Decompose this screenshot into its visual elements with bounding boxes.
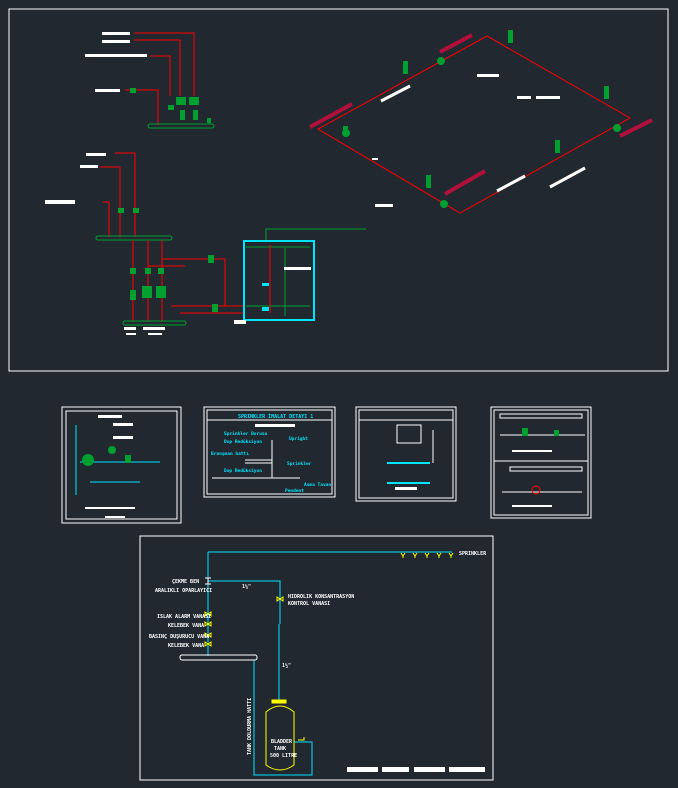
tank-label-3: 500 LITRE <box>270 753 297 759</box>
tank-label-1: BLADDER <box>271 739 293 745</box>
water-tank <box>234 228 366 324</box>
butterfly-valve-label-1: KELEBEK VANA <box>168 623 204 629</box>
detail-panel-3 <box>355 406 457 502</box>
cekme-label-2: ARALIKLI OPARLAYICI <box>155 588 212 594</box>
pressure-reducing-valve-label: BASINÇ DUŞURUCU VANA <box>149 634 209 640</box>
detail-panel-2: SPRINKLER İMALAT DETAYI 1 Sprinkler Boru… <box>203 406 336 498</box>
tank-label-2: TANK <box>274 746 286 752</box>
label-reducer-2: Dop Redüksiyon <box>224 468 262 474</box>
detail-panel-1 <box>61 406 182 524</box>
sprinkler-heads <box>400 552 454 558</box>
riser-diagram-lower <box>45 152 245 335</box>
isometric-sprinkler-plan <box>309 30 653 214</box>
pipe-size-2: 1½" <box>282 662 291 669</box>
label-pendent: Pendent <box>285 488 304 494</box>
detail-2-title: SPRINKLER İMALAT DETAYI 1 <box>238 413 313 420</box>
label-sprinkler-pipe: Sprinkler Borusu <box>224 431 268 437</box>
fill-line-label: TANK DOLDURMA HATTI <box>247 698 253 755</box>
bladder-tank-schematic: SPRINKLER ÇEKME BEN ARALIKLI OPARLAYICI … <box>139 535 494 781</box>
butterfly-valve-label-2: KELEBEK VANA <box>168 643 204 649</box>
detail-panel-4 <box>490 406 592 519</box>
main-sheet-frame <box>8 8 669 372</box>
pipe-size-1: 1¼" <box>242 584 251 590</box>
wet-alarm-valve-label: ISLAK ALARM VANASI <box>157 614 211 620</box>
cekme-label: ÇEKME BEN <box>172 579 199 585</box>
valve-symbols <box>204 596 305 771</box>
sprinkler-label: SPRINKLER <box>459 551 487 557</box>
label-ceiling: Asma Tavan <box>304 482 331 488</box>
label-branch-line: Branşman hattı <box>211 451 249 457</box>
label-reducer-1: Dop Redüksiyon <box>224 439 262 445</box>
title-block-bars <box>347 767 485 772</box>
hydraulic-valve-label-2: KONTROL VANASI <box>288 601 330 607</box>
hydraulic-valve-label: HIDROLIK KONSANTRASYON <box>288 594 354 600</box>
label-upright: Upright <box>289 436 308 442</box>
label-sprinkler: Sprinkler <box>287 461 312 467</box>
riser-diagram-upper <box>85 32 215 129</box>
